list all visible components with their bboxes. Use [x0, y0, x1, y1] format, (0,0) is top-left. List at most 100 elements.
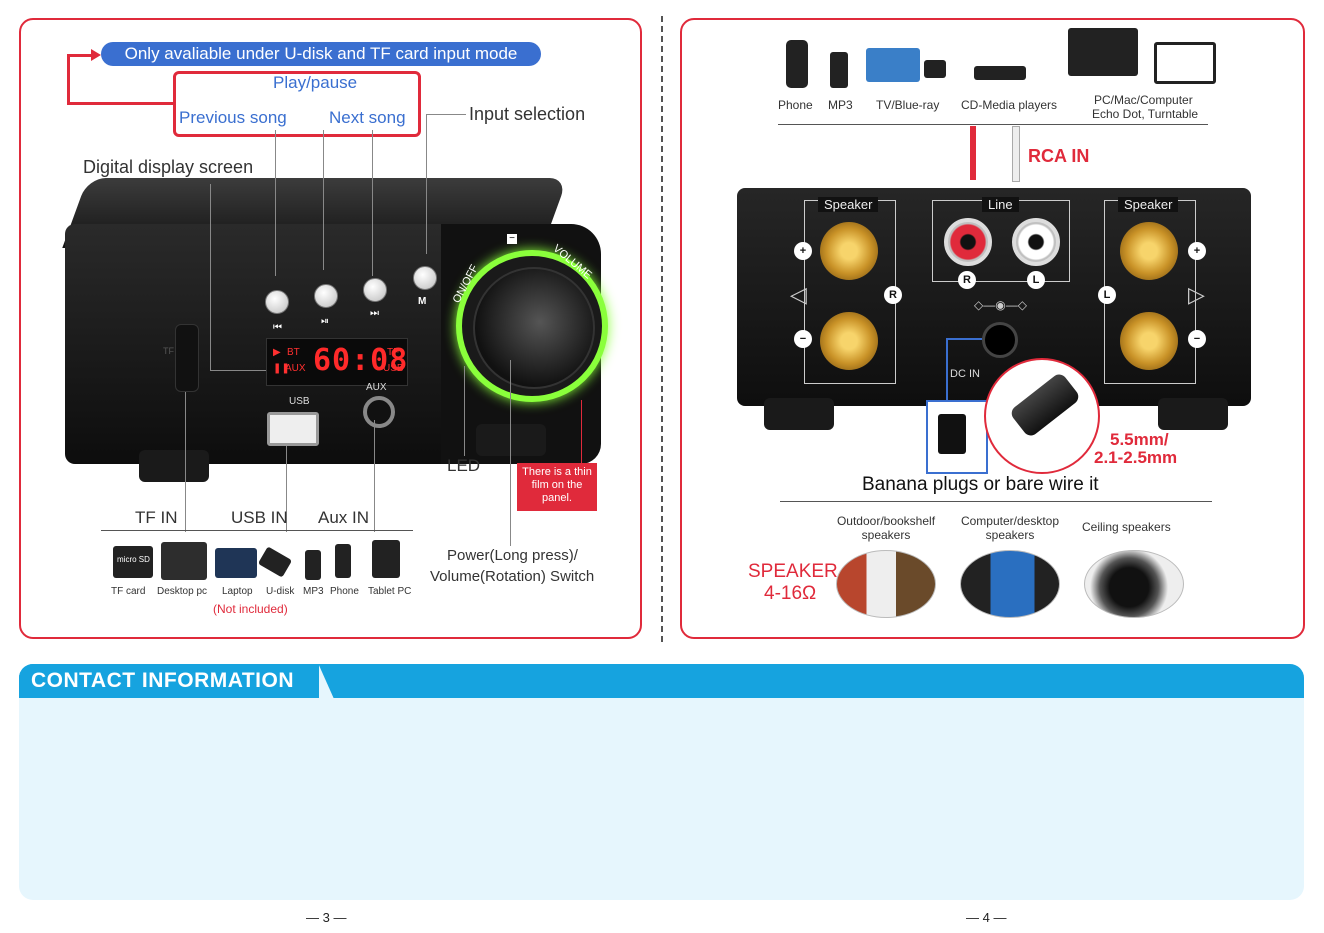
input-selection-button[interactable]	[413, 266, 437, 290]
play-pause-label: Play/pause	[273, 73, 358, 92]
tf-side-label: TF	[163, 346, 174, 356]
device-label: U-disk	[266, 586, 295, 597]
speaker-type-label: Outdoor/bookshelf speakers	[836, 514, 936, 542]
cd-player-image	[974, 66, 1026, 80]
tf-card-print: micro SD	[117, 555, 150, 564]
source-label: CD-Media players	[961, 98, 1058, 112]
rear-panel-diagram: Phone MP3 TV/Blue-ray CD-Media players P…	[680, 18, 1305, 639]
previous-song-label: Previous song	[179, 108, 287, 127]
device-label: Desktop pc	[157, 586, 208, 597]
speaker-spec-line2: 4-16Ω	[764, 583, 817, 604]
pc-label-line1: PC/Mac/Computer	[1094, 93, 1193, 107]
callout-line	[372, 130, 373, 276]
minus-icon: −	[794, 330, 812, 348]
amplifier-rear	[737, 188, 1251, 406]
amplifier-foot	[476, 424, 546, 456]
speaker-type-label: Ceiling speakers	[1082, 520, 1171, 534]
callout-line	[510, 360, 511, 546]
display-bt: BT	[287, 347, 300, 358]
rca-cable-white	[1012, 126, 1020, 182]
device-label: Laptop	[222, 586, 253, 597]
playback-callout-box	[173, 71, 421, 137]
tv-image	[866, 48, 920, 82]
aux-port	[363, 396, 395, 428]
callout-line	[286, 446, 287, 532]
rca-cable-red	[970, 126, 976, 180]
display-aux: AUX	[285, 363, 306, 374]
pause-indicator-icon: ❚❚	[273, 363, 290, 374]
device-label: MP3	[303, 586, 324, 597]
front-panel-diagram: Only avaliable under U-disk and TF card …	[19, 18, 642, 639]
digital-display-label: Digital display screen	[83, 157, 254, 177]
device-label: TF card	[111, 586, 146, 597]
device-label: Phone	[330, 586, 359, 597]
callout-connector	[67, 102, 175, 105]
next-song-label: Next song	[329, 108, 406, 127]
section-divider	[780, 501, 1212, 502]
plus-icon: +	[1188, 242, 1206, 260]
aux-in-label: Aux IN	[318, 508, 370, 527]
display-usb: USB	[383, 363, 404, 374]
dc-jack	[982, 322, 1018, 358]
device-label: Tablet PC	[368, 586, 412, 597]
speaker-right-title: Speaker	[1118, 197, 1179, 212]
callout-line	[374, 420, 375, 532]
pc-monitor-image	[1068, 28, 1138, 76]
rca-in-label: RCA IN	[1028, 146, 1090, 166]
mp3-image	[830, 52, 848, 88]
speaker-spec-line1: SPEAKER	[748, 561, 838, 582]
m-label: M	[418, 296, 427, 307]
minus-icon: −	[507, 234, 517, 244]
film-note: There is a thin film on the panel.	[517, 463, 597, 511]
callout-line	[581, 400, 582, 464]
volume-knob[interactable]	[473, 267, 595, 389]
usb-port	[267, 412, 319, 446]
amplifier-foot	[139, 450, 209, 482]
speaker-right-plus-post	[1120, 222, 1178, 280]
banana-note: Banana plugs or bare wire it	[862, 474, 1099, 495]
tf-card-image: micro SD	[113, 546, 153, 578]
play-pause-button[interactable]	[314, 284, 338, 308]
pc-label-line2: Echo Dot, Turntable	[1092, 107, 1199, 121]
contact-section: CONTACT INFORMATION	[19, 664, 1304, 900]
laptop-image	[1154, 42, 1216, 84]
display-digits: 60:08	[313, 343, 409, 378]
plug-size-line2: 2.1-2.5mm	[1094, 448, 1178, 467]
callout-line	[210, 184, 211, 370]
page-number-right: — 4 —	[966, 910, 1007, 925]
desktop-pc-image	[161, 542, 207, 580]
source-label: TV/Blue-ray	[876, 98, 940, 112]
ceiling-speaker-image	[1084, 550, 1184, 618]
plug-size-line1: 5.5mm/	[1110, 430, 1169, 449]
previous-song-button[interactable]	[265, 290, 289, 314]
speaker-icon: ▷	[1188, 282, 1205, 307]
dc-polarity-icon: ◇—◉—◇	[974, 298, 1027, 312]
desktop-speaker-image	[960, 550, 1060, 618]
speaker-left-plus-post	[820, 222, 878, 280]
laptop-image	[215, 548, 257, 578]
speaker-type-label: Computer/desktop speakers	[960, 514, 1060, 542]
power-adapter-image	[938, 414, 966, 454]
line-title: Line	[982, 197, 1019, 212]
page-divider	[661, 16, 663, 642]
next-song-button[interactable]	[363, 278, 387, 302]
amplifier-foot	[1158, 398, 1228, 430]
u-disk-image	[257, 546, 293, 578]
callout-line	[323, 130, 324, 270]
minus-icon: −	[1188, 330, 1206, 348]
speaker-left-title: Speaker	[818, 197, 879, 212]
play-indicator-icon: ▶	[273, 347, 281, 358]
rca-left-jack	[1012, 218, 1060, 266]
badge-r: R	[958, 271, 976, 289]
tablet-pc-image	[372, 540, 400, 578]
rca-right-jack	[944, 218, 992, 266]
adapter-connector-line	[946, 338, 982, 340]
power-switch-line1: Power(Long press)/	[447, 547, 578, 564]
section-divider	[101, 530, 413, 531]
source-divider	[778, 124, 1208, 125]
mp3-image	[305, 550, 321, 580]
display-tf: TF	[387, 347, 400, 358]
badge-l: L	[1098, 286, 1116, 304]
aux-port-label: AUX	[366, 382, 387, 393]
router-image	[924, 60, 946, 78]
